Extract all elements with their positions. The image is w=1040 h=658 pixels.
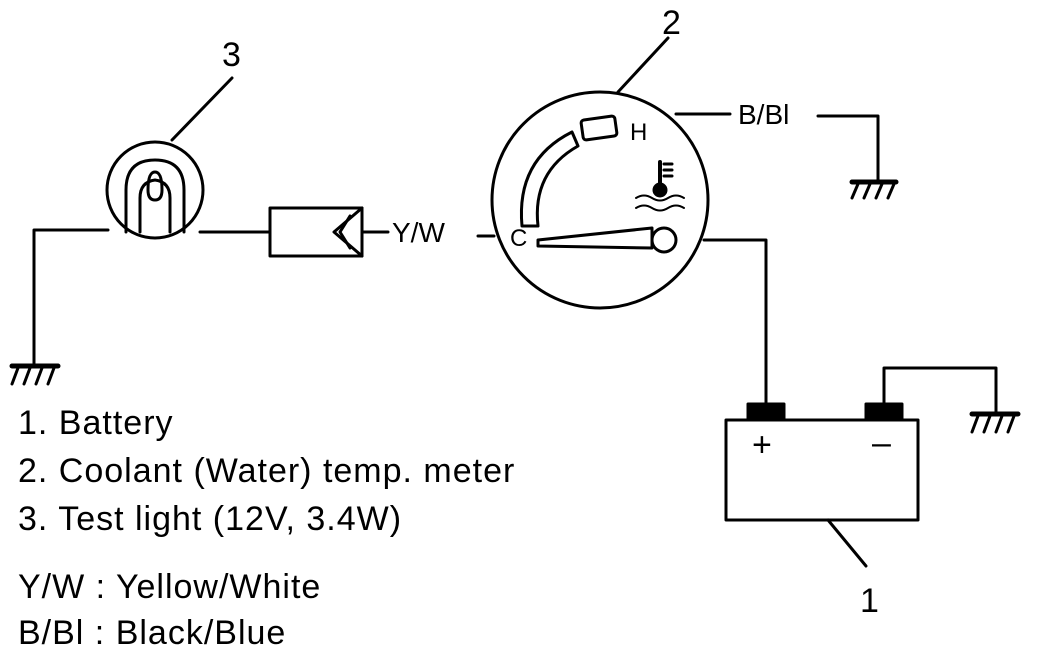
meter-leader (616, 36, 670, 94)
positive-terminal (746, 402, 786, 422)
battery-plus-label: + (752, 426, 772, 464)
ground-symbol-left (9, 363, 61, 386)
negative-terminal (864, 402, 904, 422)
battery: + – (724, 402, 920, 522)
test-light-ground-wire (32, 228, 110, 368)
thermometer-icon (635, 160, 685, 212)
gauge-needle (536, 226, 654, 250)
bbl-wire-label: B/Bl (738, 99, 789, 130)
test-light-leader (170, 76, 234, 142)
legend-item-battery: 1. Battery (18, 404, 174, 442)
legend-item-meter: 2. Coolant (Water) temp. meter (18, 452, 516, 490)
meter-cold-label: C (510, 225, 527, 252)
battery-leader (826, 518, 868, 568)
legend-abbrev-yw: Y/W : Yellow/White (18, 568, 322, 606)
meter-hot-label: H (630, 119, 647, 146)
callout-meter: 2 (662, 4, 681, 42)
ground-symbol-battery (969, 411, 1021, 434)
battery-minus-label: – (872, 424, 891, 462)
connector (268, 206, 364, 258)
hot-zone-mark (579, 114, 619, 142)
yw-wire-label: Y/W (392, 217, 445, 248)
battery-ground-wire (882, 366, 998, 414)
callout-battery: 1 (860, 582, 879, 620)
coolant-temp-meter: H C (490, 90, 710, 310)
legend-item-test-light: 3. Test light (12V, 3.4W) (18, 500, 403, 538)
callout-test-light: 3 (222, 36, 241, 74)
meter-to-battery-positive-wire (702, 238, 768, 406)
gauge-arc (519, 130, 580, 228)
needle-pivot (650, 226, 678, 254)
test-light (105, 140, 205, 240)
legend-abbrev-bbl: B/Bl : Black/Blue (18, 614, 287, 652)
ground-symbol-meter (849, 179, 899, 200)
bbl-wire-right (816, 114, 880, 182)
